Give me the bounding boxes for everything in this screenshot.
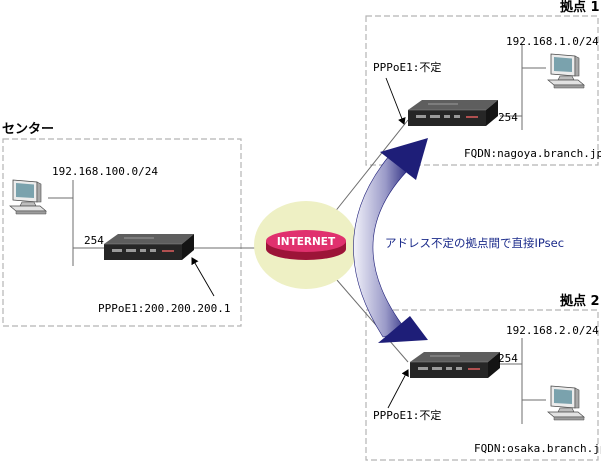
center-router: [103, 233, 195, 261]
site2-pc-icon: [547, 385, 585, 421]
site2-network-label: 192.168.2.0/24: [506, 324, 599, 337]
site2-lan-ip-label: 254: [498, 352, 518, 365]
internet-label: INTERNET: [277, 236, 336, 248]
center-title: センター: [2, 122, 55, 137]
site1-frame: [365, 15, 599, 166]
center-frame: [2, 138, 242, 327]
site1-router: [407, 99, 499, 127]
site2-fqdn-label: FQDN:osaka.branch.jp: [474, 442, 601, 455]
site2-wan-label: PPPoE1:不定: [373, 409, 442, 422]
label-pointers: [191, 77, 409, 409]
connection-lines: [48, 44, 546, 424]
center-wan-label: PPPoE1:200.200.200.1: [98, 302, 231, 315]
internet-disk: INTERNET: [266, 230, 346, 260]
center-pc-icon: [9, 179, 47, 215]
site2-router: [409, 351, 501, 379]
site2-title: 拠点 2: [560, 294, 600, 309]
site2-frame: [365, 309, 599, 461]
site1-lan-ip-label: 254: [498, 111, 518, 124]
ipsec-tunnel-label: アドレス不定の拠点間で直接IPsec: [385, 236, 565, 250]
site1-pc-icon: [547, 53, 585, 89]
center-lan-ip-label: 254: [84, 234, 104, 247]
site1-wan-label: PPPoE1:不定: [373, 61, 442, 74]
site1-fqdn-label: FQDN:nagoya.branch.jp: [464, 147, 601, 160]
site1-title: 拠点 1: [560, 0, 600, 15]
ipsec-tunnel-arrow: [353, 138, 428, 343]
site1-network-label: 192.168.1.0/24: [506, 35, 599, 48]
center-network-label: 192.168.100.0/24: [52, 165, 158, 178]
